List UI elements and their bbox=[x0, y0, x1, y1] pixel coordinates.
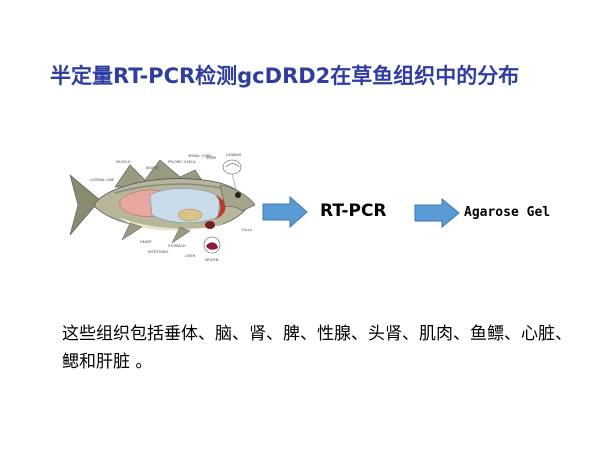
fish-gills bbox=[215, 195, 226, 219]
slide-title: 半定量RT-PCR检测gcDRD2在草鱼组织中的分布 bbox=[50, 64, 520, 88]
fish-label-gonads: GONADS bbox=[226, 153, 242, 157]
fish-label-heart: HEART bbox=[140, 240, 152, 244]
fish-label-pyloric-caeca: PYLORIC CAECA bbox=[168, 160, 196, 164]
fish-label-lateral-line: LATERAL LINE bbox=[90, 178, 114, 182]
fish-stomach bbox=[177, 208, 203, 222]
arrow-to-rt-pcr bbox=[262, 196, 308, 228]
fish-labels: LATERAL LINE MUSCLE KIDNEY PYLORIC CAECA… bbox=[90, 153, 253, 262]
fish-label-spinal-cord: SPINAL CORD bbox=[188, 154, 212, 158]
tissue-description: 这些组织包括垂体、脑、肾、脾、性腺、头肾、肌肉、鱼鳔、心脏、鳃和肝脏 。 bbox=[62, 324, 572, 372]
fish-head bbox=[219, 184, 256, 212]
fish-label-liver: LIVER bbox=[185, 254, 196, 258]
fish-label-muscle: MUSCLE bbox=[116, 160, 130, 164]
fish-label-gills: GILLS bbox=[242, 228, 253, 232]
fish-heart bbox=[205, 221, 215, 229]
step-rt-pcr-label: RT-PCR bbox=[320, 201, 387, 221]
fish-spine bbox=[114, 183, 226, 194]
fish-label-spine: SPINE bbox=[206, 156, 216, 160]
fish-anatomy-illustration: LATERAL LINE MUSCLE KIDNEY PYLORIC CAECA… bbox=[69, 153, 256, 262]
fish-eye bbox=[235, 192, 241, 198]
fish-label-intestines: INTESTINES bbox=[148, 250, 169, 254]
fish-brain-inset bbox=[222, 159, 242, 175]
arrow-to-agarose-gel bbox=[414, 198, 460, 228]
fish-label-spleen: SPLEEN bbox=[205, 258, 219, 262]
fish-label-kidney: KIDNEY bbox=[146, 166, 160, 170]
step-agarose-gel-label: Agarose Gel bbox=[464, 205, 551, 220]
fish-label-stomach: STOMACH bbox=[168, 244, 186, 248]
fish-tail bbox=[69, 174, 101, 236]
